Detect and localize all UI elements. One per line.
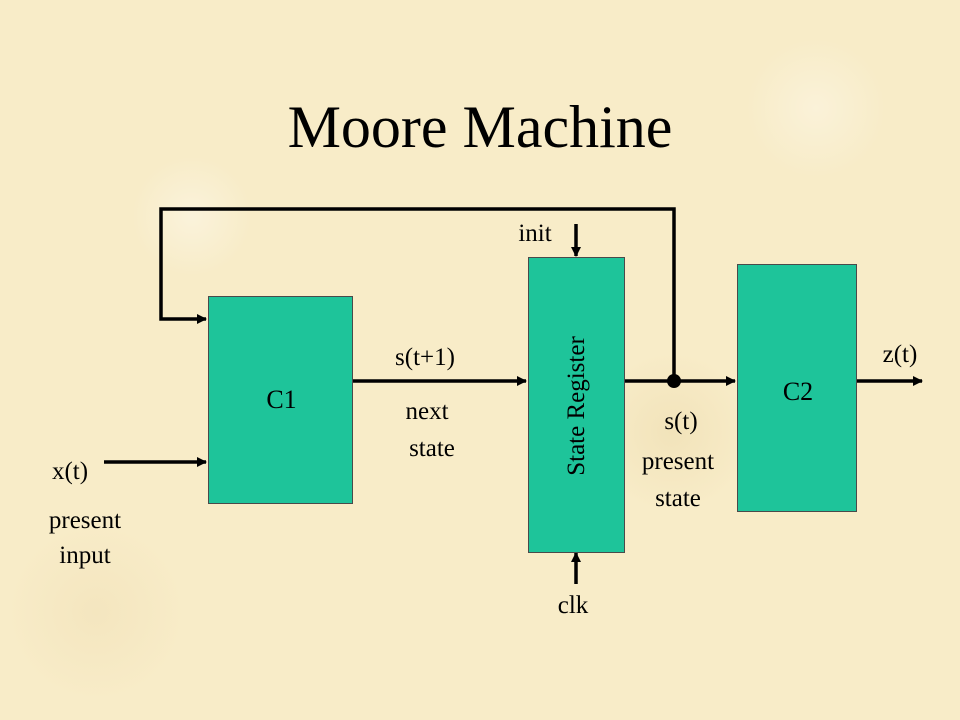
c2-block: C2 [737, 264, 857, 512]
next-state-desc-line1: next [405, 398, 449, 425]
init-label: init [518, 220, 552, 247]
state-register-block: State Register [528, 257, 625, 553]
slide-title: Moore Machine [287, 94, 673, 160]
input-label: x(t) [51, 458, 89, 485]
state-register-label: State Register [563, 336, 590, 476]
c1-label: C1 [266, 385, 297, 414]
input-desc-line2: input [59, 542, 111, 569]
feedback-wire [159, 207, 676, 381]
present-state-label: s(t) [664, 408, 698, 435]
clk-label: clk [557, 592, 589, 619]
junction-dot [667, 374, 681, 388]
present-state-desc-line1: present [641, 448, 715, 475]
c2-label: C2 [782, 377, 814, 406]
output-label: z(t) [882, 341, 918, 368]
input-desc-line1: present [48, 507, 122, 534]
next-state-label: s(t+1) [395, 344, 455, 371]
c1-block: C1 [208, 296, 353, 504]
present-state-desc-line2: state [655, 485, 701, 512]
next-state-desc-line2: state [409, 435, 455, 462]
